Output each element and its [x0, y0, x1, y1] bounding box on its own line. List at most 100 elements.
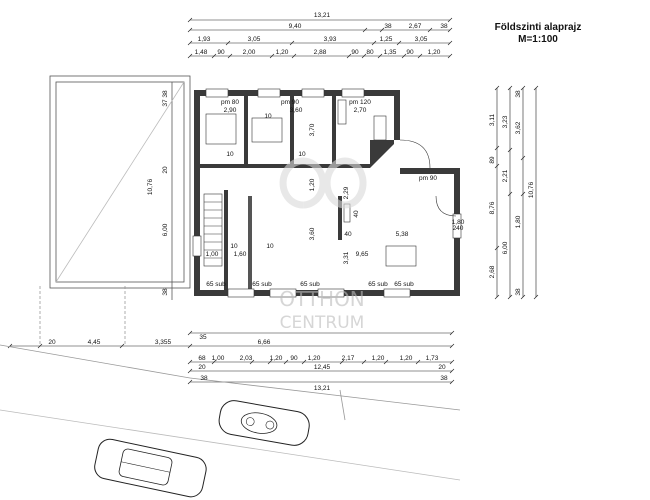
room-dim: 1,60: [234, 251, 247, 258]
plan-title-scale: M=1:100: [518, 34, 558, 45]
dim-bottom-r2: 4,45: [88, 339, 101, 346]
dim-top-r4: 90: [217, 49, 225, 56]
fixtures: [203, 99, 457, 267]
dim-bottom-r3: 1,00: [212, 355, 225, 362]
dim-bottom-r3: 1,20: [400, 355, 413, 362]
dims-top: 13,21 9,40 38 2,67 38 1,93 3,05 3,93 1,2…: [195, 12, 448, 56]
dim-top-r4: 90: [406, 49, 414, 56]
dim-bottom-r3: 1,73: [426, 355, 439, 362]
dim-top-r2: 2,67: [409, 23, 422, 30]
dim-bottom-r3: 1,20: [372, 355, 385, 362]
room-dim: 10: [226, 151, 234, 158]
room-dim: 240: [453, 225, 464, 232]
dim-top-r4: 1,48: [195, 49, 208, 56]
watermark-line2: CENTRUM: [280, 313, 365, 333]
room-dim: 3,70: [309, 123, 316, 136]
opening-label: pm 90: [419, 175, 437, 182]
dim-right-c2: 2,21: [502, 169, 509, 182]
dim-top-r3: 3,93: [324, 36, 337, 43]
dim-bottom-r1: 35: [199, 334, 207, 341]
car-convertible: [218, 400, 310, 446]
dim-top-r4: 80: [366, 49, 374, 56]
dim-right-c2: 6,00: [502, 241, 509, 254]
room-dim: 1,00: [206, 251, 219, 258]
opening-label: 65 sub: [368, 281, 388, 288]
dim-top-r4: 2,00: [243, 49, 256, 56]
dim-top-r3: 3,05: [248, 36, 261, 43]
dim-bottom-r5: 13,21: [314, 385, 331, 392]
dim-right-c1: 2,68: [489, 265, 496, 278]
room-dim: 3,31: [343, 251, 350, 264]
site-outline: [0, 75, 461, 481]
room-dim: 2,29: [343, 186, 350, 199]
dim-site: 38: [162, 90, 169, 98]
dim-bottom-r3: 1,20: [270, 355, 283, 362]
dim-right-c1: 8,76: [489, 201, 496, 214]
dim-site: 37: [162, 99, 169, 107]
dimension-ticks: [7, 17, 539, 385]
dim-right-c1: 89: [489, 156, 496, 164]
room-dim: 10: [298, 151, 306, 158]
dim-site: 10,76: [147, 178, 154, 195]
room-dim: 10: [266, 243, 274, 250]
dim-top-r4: 2,88: [314, 49, 327, 56]
dim-bottom-r4: 20: [198, 364, 206, 371]
room-dim: 3,60: [309, 227, 316, 240]
dim-top-r2: 9,40: [289, 23, 302, 30]
dim-top-total: 13,21: [314, 12, 331, 19]
room-dim: 5,38: [396, 231, 409, 238]
opening-label: 65 sub: [206, 281, 226, 288]
dim-bottom-r3: 68: [198, 355, 206, 362]
dim-top-r3: 1,93: [198, 36, 211, 43]
dim-bottom-r1: 6,66: [258, 339, 271, 346]
watermark: OTTHON CENTRUM: [279, 157, 367, 333]
plan-title-name: Földszinti alaprajz: [494, 22, 582, 33]
dim-top-r4: 1,35: [384, 49, 397, 56]
room-dim: 2,70: [354, 107, 367, 114]
dim-right-c4: 10,76: [528, 181, 535, 198]
car-sedan: [94, 438, 207, 498]
dim-right-c2: 3,23: [502, 115, 509, 128]
dim-top-r2: 38: [440, 23, 448, 30]
dim-bottom-r3: 2,03: [240, 355, 253, 362]
dim-bottom-r3: 1,20: [308, 355, 321, 362]
dim-bottom-r2: 3,355: [155, 339, 172, 346]
plan-title: Földszinti alaprajz M=1:100: [478, 22, 598, 46]
opening-label: pm 120: [349, 99, 371, 106]
dim-site: 38: [162, 288, 169, 296]
opening-label: 65 sub: [300, 281, 320, 288]
watermark-logo: [279, 157, 367, 209]
watermark-line1: OTTHON: [279, 287, 365, 311]
opening-label: pm 80: [221, 99, 239, 106]
opening-label: 65 sub: [252, 281, 272, 288]
room-labels: pm 80 pm 90 pm 120 pm 90 2,90 3,60 2,70 …: [206, 99, 465, 288]
room-dim: 40: [353, 210, 360, 218]
dim-right-c1: 3,11: [489, 114, 496, 127]
dimension-lines: [10, 19, 537, 383]
dim-right-c3: 38: [515, 90, 522, 98]
dim-bottom-r3: 2,17: [342, 355, 355, 362]
dim-top-r3: 3,05: [415, 36, 428, 43]
room-dim: 3,60: [290, 107, 303, 114]
dim-bottom-r4: 12,45: [314, 364, 331, 371]
dim-top-r4: 90: [351, 49, 359, 56]
dims-right: 3,11 89 8,76 2,68 3,23 2,21 6,00 38 3,62…: [489, 90, 535, 296]
opening-label: pm 90: [281, 99, 299, 106]
dim-top-r4: 1,20: [276, 49, 289, 56]
dims-bottom: 35 6,66 20 4,45 3,355 68 1,00 2,03 1,20 …: [48, 334, 448, 392]
room-dim: 9,65: [356, 251, 369, 258]
dim-top-r3: 1,25: [380, 36, 393, 43]
room-dim: 1,20: [309, 178, 316, 191]
windows: [192, 88, 462, 298]
dim-bottom-r5: 38: [440, 375, 448, 382]
dim-right-c3: 38: [515, 288, 522, 296]
room-dim: 40: [344, 231, 352, 238]
room-dim: 10: [230, 243, 238, 250]
opening-label: 65 sub: [394, 281, 414, 288]
dims-left-site: 37 10,76 6,00 38 38 20: [147, 90, 169, 296]
dim-top-r2: 38: [384, 23, 392, 30]
dim-bottom-r2: 20: [48, 339, 56, 346]
dim-site: 6,00: [162, 223, 169, 236]
dim-bottom-r3: 90: [290, 355, 298, 362]
